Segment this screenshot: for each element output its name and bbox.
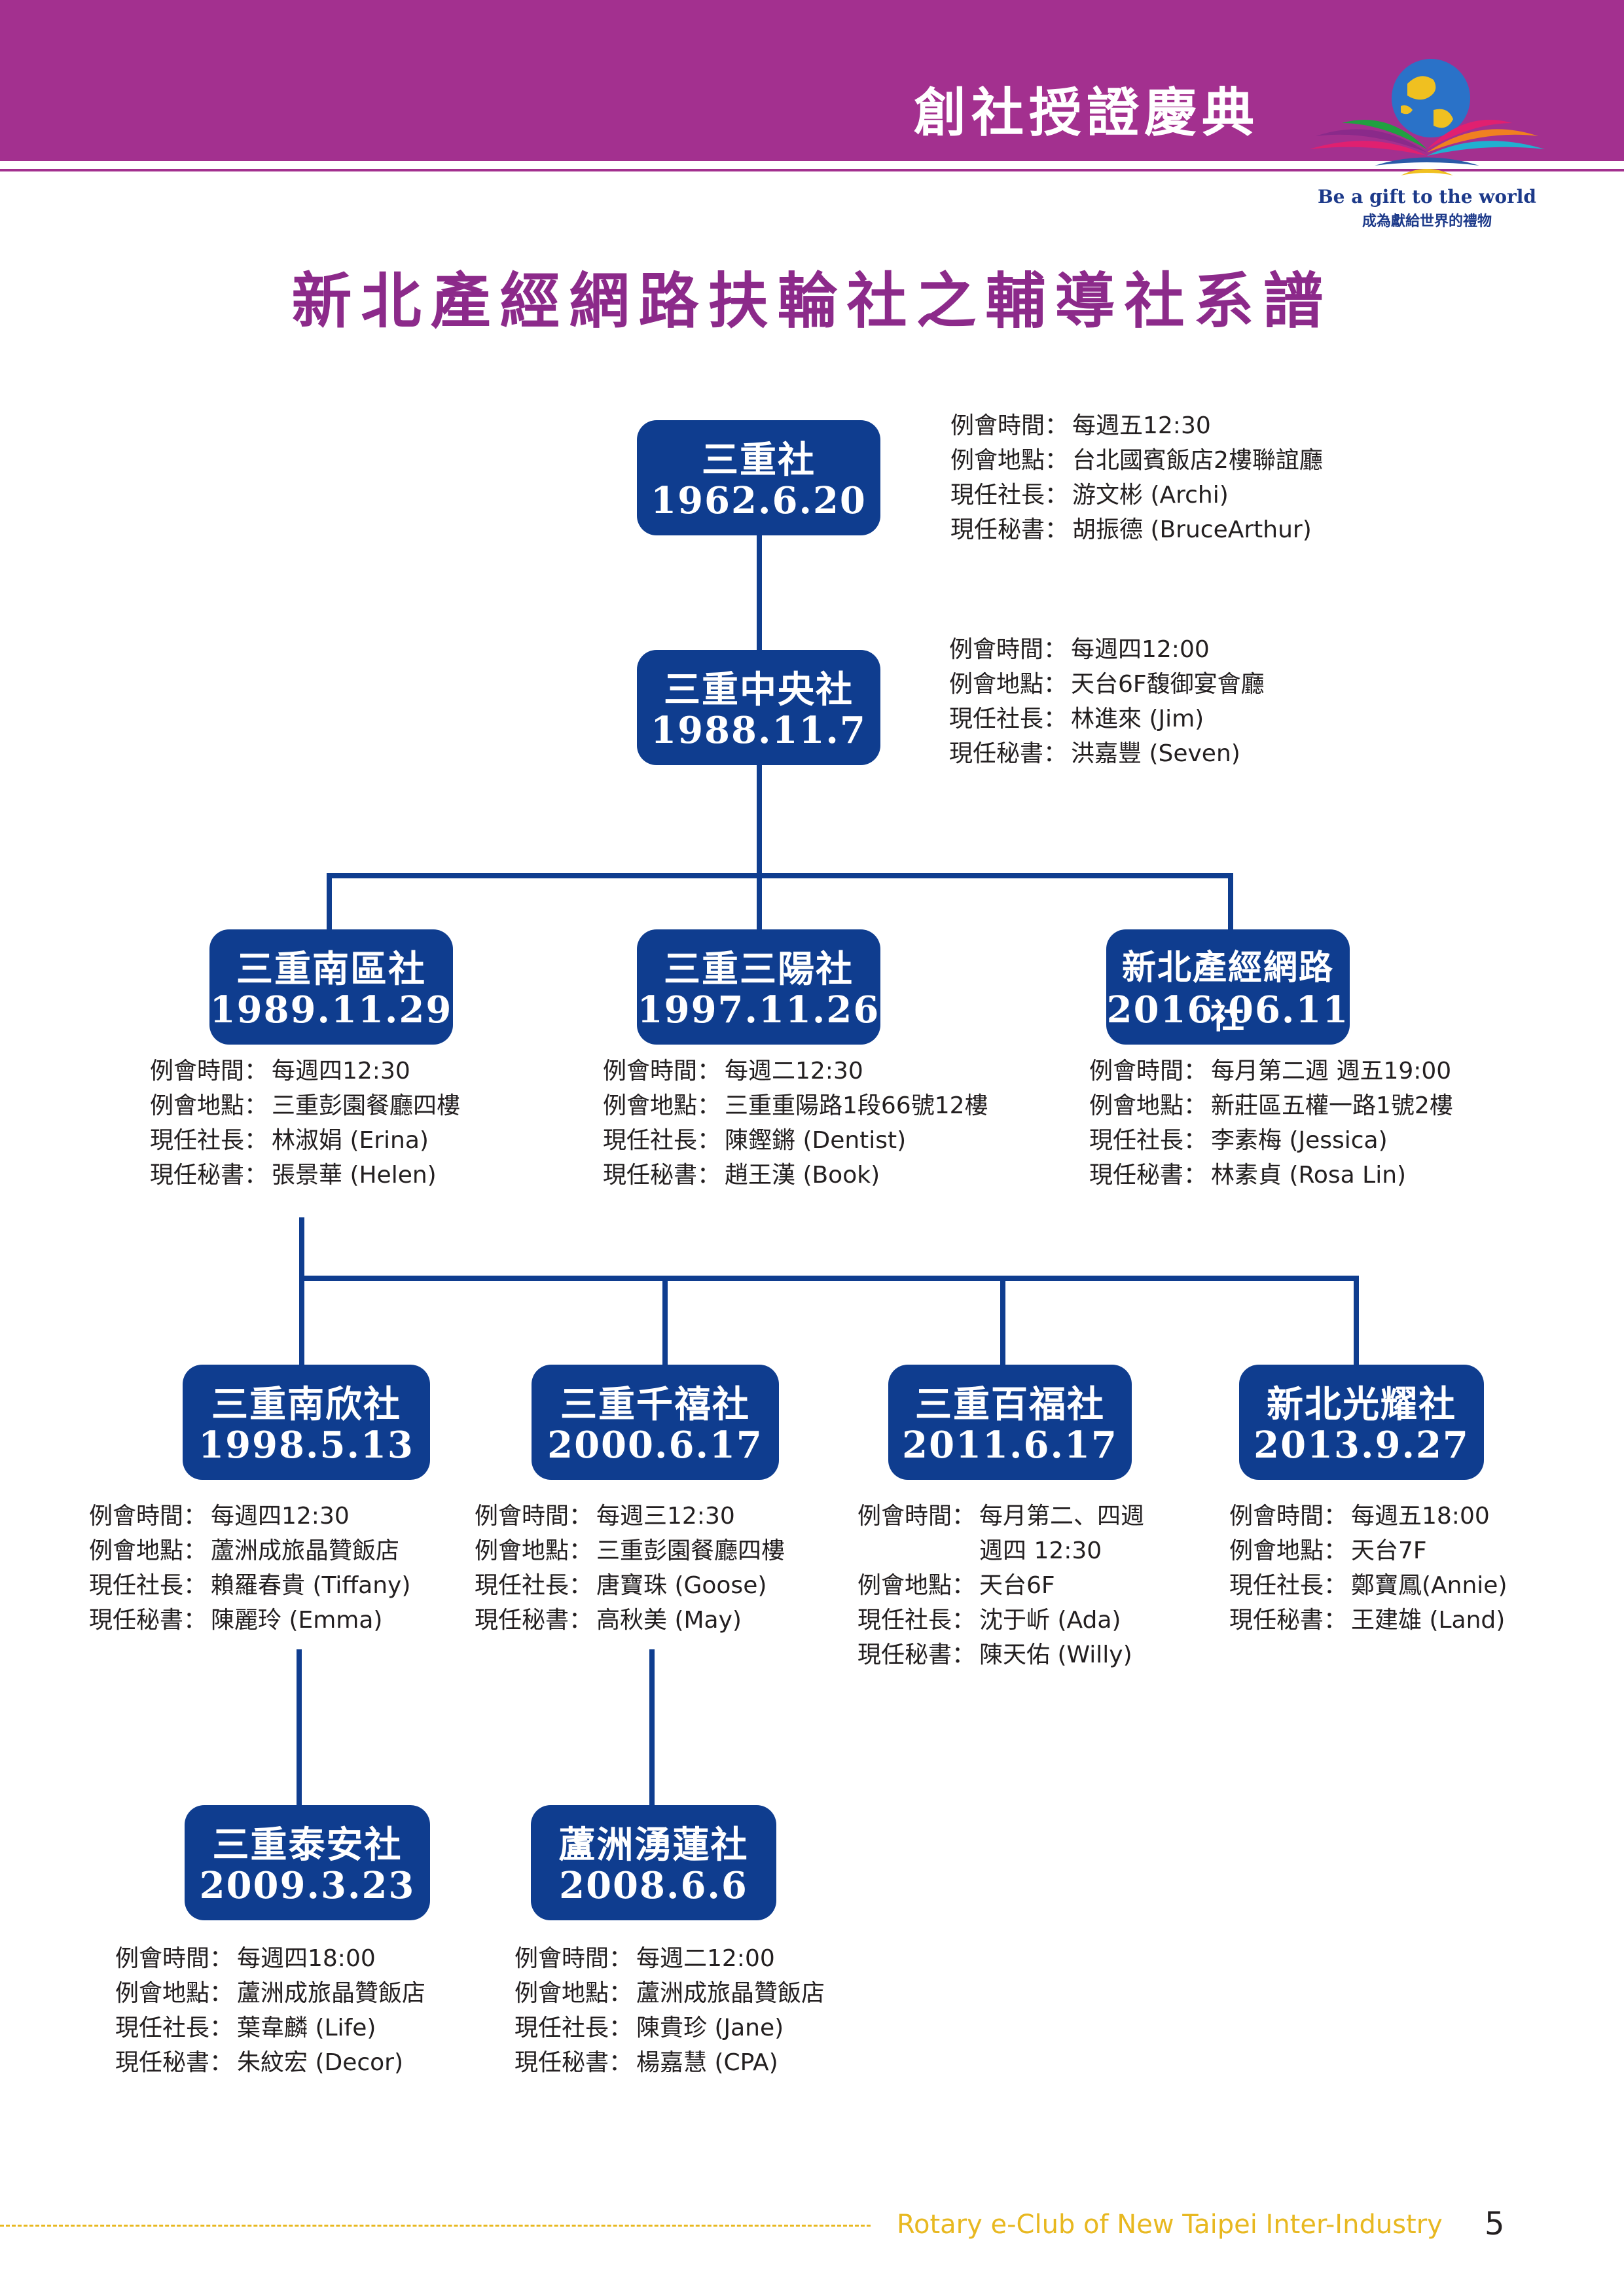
meeting-time-row: 例會時間：每月第二、四週 [857,1503,1145,1530]
header-rule [0,169,1624,171]
club-name: 三重南欣社 [211,1384,401,1426]
secretary-row: 現任秘書：張景華 (Helen) [150,1162,437,1189]
club-charter-date: 1962.6.20 [651,479,867,522]
club-node-sanyang: 三重三陽社 1997.11.26 [637,929,880,1045]
page-title: 新北產經網路扶輪社之輔導社系譜 [291,266,1333,336]
meeting-place-row: 例會地點：蘆洲成旅晶贊飯店 [115,1980,426,2007]
meeting-place-row: 例會地點：三重重陽路1段66號12樓 [603,1092,988,1119]
meeting-place-row: 例會地點：蘆洲成旅晶贊飯店 [514,1980,825,2007]
meeting-place-row: 例會地點：三重彭園餐廳四樓 [475,1537,785,1564]
club-info-central: 例會時間：每週四12:00 例會地點：天台6F馥御宴會廳 現任社長：林進來 (J… [949,632,1265,771]
meeting-time-row: 例會時間：每週四18:00 [115,1945,376,1972]
secretary-row: 現任秘書：趙王漢 (Book) [603,1162,880,1189]
club-name: 三重南區社 [236,948,426,991]
club-name: 三重百福社 [915,1384,1105,1426]
secretary-row: 現任秘書：陳天佑 (Willy) [857,1641,1132,1668]
meeting-place-row: 例會地點：天台6F馥御宴會廳 [949,671,1265,698]
club-charter-date: 1997.11.26 [637,988,880,1031]
club-node-guangyao: 新北光耀社 2013.9.27 [1239,1365,1484,1480]
club-info-sanchong: 例會時間：每週五12:30 例會地點：台北國賓飯店2樓聯誼廳 現任社長：游文彬 … [950,408,1323,547]
secretary-row: 現任秘書：王建雄 (Land) [1229,1607,1506,1634]
secretary-row: 現任秘書：高秋美 (May) [475,1607,742,1634]
club-charter-date: 2016.06.11 [1106,988,1350,1031]
club-charter-date: 1989.11.29 [209,988,453,1031]
club-name: 新北光耀社 [1267,1384,1456,1426]
club-charter-date: 2013.9.27 [1254,1424,1470,1467]
president-row: 現任社長：賴羅春貴 (Tiffany) [89,1572,411,1599]
club-charter-date: 2009.3.23 [199,1864,416,1907]
meeting-time-row: 例會時間：每週四12:30 [89,1503,350,1530]
meeting-place-row: 例會地點：蘆洲成旅晶贊飯店 [89,1537,400,1564]
rotary-globe-logo [1309,59,1545,175]
meeting-time-row: 例會時間：每週二12:00 [514,1945,775,1972]
club-name: 蘆洲湧蓮社 [558,1824,749,1867]
club-name: 三重社 [702,439,816,482]
footer-club-name: Rotary e-Club of New Taipei Inter-Indust… [897,2210,1443,2240]
club-name: 三重三陽社 [664,948,854,991]
club-node-sanchong: 三重社 1962.6.20 [637,420,880,535]
club-info-sanyang: 例會時間：每週二12:30 例會地點：三重重陽路1段66號12樓 現任社長：陳鏗… [603,1054,988,1193]
club-charter-date: 1998.5.13 [198,1424,414,1467]
club-info-newtaipei: 例會時間：每月第二週 週五19:00 例會地點：新莊區五權一路1號2樓 現任社長… [1089,1054,1453,1193]
president-row: 現任社長：林淑娟 (Erina) [150,1127,429,1154]
footer-dashed-rule [0,2225,871,2227]
meeting-place-row: 例會地點：天台6F [857,1572,1055,1599]
club-node-newtaipei: 新北產經網路社 2016.06.11 [1106,929,1350,1045]
club-name: 新北產經網路社 [1121,948,1334,1037]
secretary-row: 現任秘書：林素貞 (Rosa Lin) [1089,1162,1407,1189]
meeting-place-row: 例會地點：台北國賓飯店2樓聯誼廳 [950,447,1323,474]
president-row: 現任社長：林進來 (Jim) [949,706,1204,732]
club-name: 三重泰安社 [212,1824,403,1867]
president-row: 現任社長：鄭寶鳳(Annie) [1229,1572,1507,1599]
club-node-taian: 三重泰安社 2009.3.23 [185,1805,430,1920]
president-row: 現任社長：沈于岓 (Ada) [857,1607,1121,1634]
club-name: 三重中央社 [664,669,854,711]
club-name: 三重千禧社 [560,1384,750,1426]
club-info-nanxin: 例會時間：每週四12:30 例會地點：蘆洲成旅晶贊飯店 現任社長：賴羅春貴 (T… [89,1499,410,1638]
meeting-time-row: 例會時間：每週五12:30 [950,412,1211,439]
president-row: 現任社長：陳鏗鏘 (Dentist) [603,1127,907,1154]
secretary-row: 現任秘書：楊嘉慧 (CPA) [514,2049,778,2076]
secretary-row: 現任秘書：陳麗玲 (Emma) [89,1607,383,1634]
meeting-time-row: 例會時間：每週四12:30 [150,1058,410,1085]
secretary-row: 現任秘書：胡振德 (BruceArthur) [950,516,1312,543]
club-node-south: 三重南區社 1989.11.29 [209,929,453,1045]
meeting-place-row: 例會地點：新莊區五權一路1號2樓 [1089,1092,1453,1119]
president-row: 現任社長：唐寶珠 (Goose) [475,1572,767,1599]
president-row: 現任社長：陳貴珍 (Jane) [514,2015,784,2041]
president-row: 現任社長：游文彬 (Archi) [950,482,1229,509]
club-info-guangyao: 例會時間：每週五18:00 例會地點：天台7F 現任社長：鄭寶鳳(Annie) … [1229,1499,1507,1638]
page-number: 5 [1485,2206,1505,2242]
club-node-baifu: 三重百福社 2011.6.17 [888,1365,1132,1480]
club-info-baifu: 例會時間：每月第二、四週 週四 12:30 例會地點：天台6F 現任社長：沈于岓… [857,1499,1144,1672]
club-info-taian: 例會時間：每週四18:00 例會地點：蘆洲成旅晶贊飯店 現任社長：葉韋麟 (Li… [115,1941,425,2080]
club-node-yonglian: 蘆洲湧蓮社 2008.6.6 [531,1805,776,1920]
header-title: 創社授證慶典 [914,82,1259,143]
club-node-central: 三重中央社 1988.11.7 [637,650,880,765]
club-charter-date: 1988.11.7 [651,709,867,752]
meeting-time-row: 例會時間：每週三12:30 [475,1503,735,1530]
club-node-qianxi: 三重千禧社 2000.6.17 [532,1365,779,1480]
club-charter-date: 2011.6.17 [902,1424,1118,1467]
club-charter-date: 2008.6.6 [559,1864,748,1907]
meeting-place-row: 例會地點：三重彭園餐廳四樓 [150,1092,461,1119]
meeting-time-continued-row: 週四 12:30 [979,1537,1102,1564]
club-charter-date: 2000.6.17 [547,1424,763,1467]
president-row: 現任社長：李素梅 (Jessica) [1089,1127,1388,1154]
meeting-time-row: 例會時間：每週二12:30 [603,1058,863,1085]
slogan-chinese: 成為獻給世界的禮物 [1362,213,1492,230]
meeting-place-row: 例會地點：天台7F [1229,1537,1427,1564]
club-info-qianxi: 例會時間：每週三12:30 例會地點：三重彭園餐廳四樓 現任社長：唐寶珠 (Go… [475,1499,785,1638]
president-row: 現任社長：葉韋麟 (Life) [115,2015,376,2041]
meeting-time-row: 例會時間：每月第二週 週五19:00 [1089,1058,1452,1085]
club-node-nanxin: 三重南欣社 1998.5.13 [183,1365,430,1480]
club-info-south: 例會時間：每週四12:30 例會地點：三重彭園餐廳四樓 現任社長：林淑娟 (Er… [150,1054,460,1193]
meeting-time-row: 例會時間：每週四12:00 [949,636,1210,663]
secretary-row: 現任秘書：朱紋宏 (Decor) [115,2049,404,2076]
meeting-time-row: 例會時間：每週五18:00 [1229,1503,1490,1530]
club-info-yonglian: 例會時間：每週二12:00 例會地點：蘆洲成旅晶贊飯店 現任社長：陳貴珍 (Ja… [514,1941,825,2080]
slogan-english: Be a gift to the world [1317,186,1537,207]
secretary-row: 現任秘書：洪嘉豐 (Seven) [949,740,1240,767]
